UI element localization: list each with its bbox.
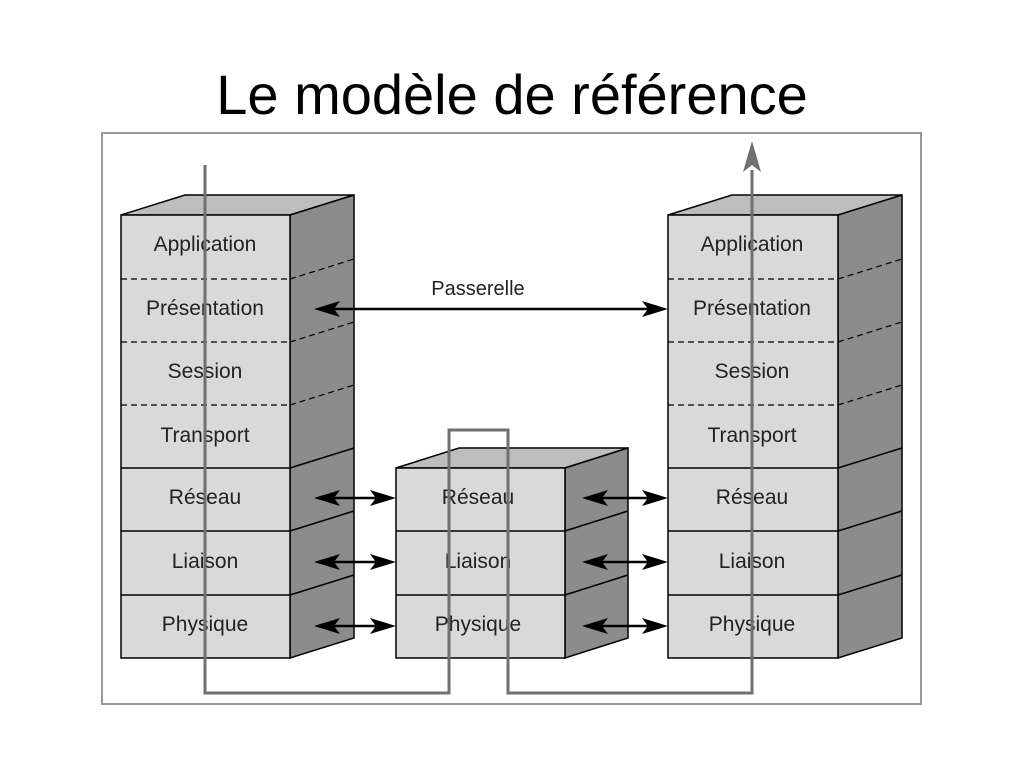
arrow-head-icon [582, 554, 608, 570]
gateway-arrow-left-head-icon [314, 301, 340, 317]
middle-right-arrows [582, 490, 668, 634]
data-flow-path [203, 165, 754, 695]
data-flow-arrowhead-icon [743, 141, 761, 172]
left-stack: Application Présentation Session Transpo… [120, 193, 355, 660]
arrow-head-icon [370, 554, 396, 570]
arrow-head-icon [314, 490, 340, 506]
middle-stack-front [395, 467, 566, 659]
slide-title: Le modèle de référence [216, 63, 808, 126]
arrow-head-icon [314, 618, 340, 634]
arrow-head-icon [642, 554, 668, 570]
left-middle-arrows [314, 490, 396, 634]
arrow-head-icon [642, 618, 668, 634]
left-stack-side [289, 193, 355, 660]
arrow-head-icon [370, 490, 396, 506]
middle-layer-reseau: Réseau [442, 486, 514, 509]
right-stack: Application Présentation Session Transpo… [667, 193, 903, 660]
middle-layer-physique: Physique [435, 613, 521, 636]
right-stack-side [837, 193, 903, 660]
arrow-head-icon [314, 554, 340, 570]
arrow-head-icon [582, 490, 608, 506]
arrow-head-icon [642, 490, 668, 506]
arrow-head-icon [370, 618, 396, 634]
gateway-arrow-right-head-icon [642, 301, 668, 317]
arrow-head-icon [582, 618, 608, 634]
gateway-label: Passerelle [431, 278, 524, 300]
middle-layer-liaison: Liaison [445, 550, 512, 573]
